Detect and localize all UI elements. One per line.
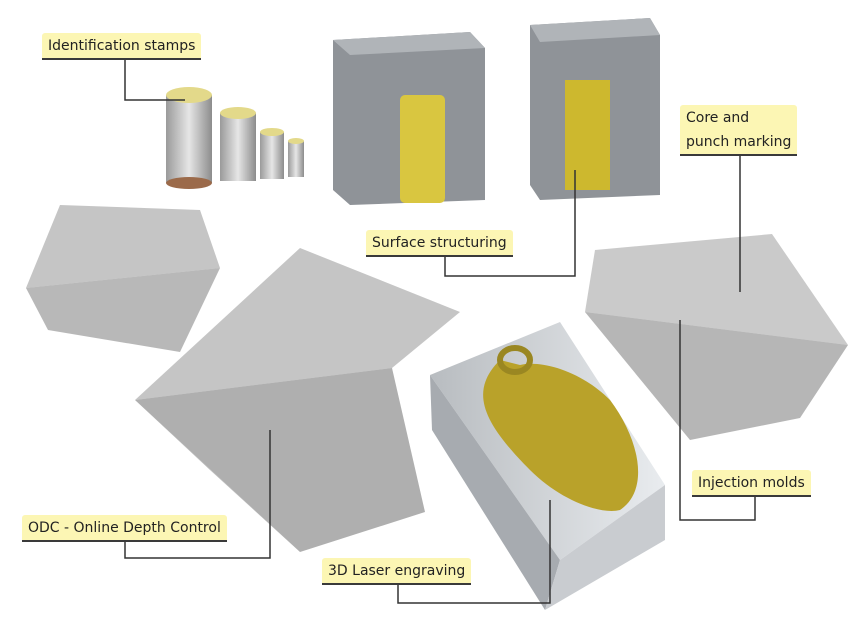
- label-core-punch-marking: Core and punch marking: [680, 105, 798, 156]
- engraved-metal-block: [430, 322, 665, 610]
- label-core-punch-line2: punch marking: [686, 134, 792, 150]
- label-odc: ODC - Online Depth Control: [22, 515, 227, 542]
- label-surface-structuring: Surface structuring: [366, 230, 513, 257]
- leader-lines: [124, 60, 756, 604]
- translucent-box-center: [135, 248, 460, 552]
- label-injection-molds: Injection molds: [692, 470, 811, 497]
- label-3d-laser-engraving: 3D Laser engraving: [322, 558, 472, 585]
- identification-stamps: [166, 87, 304, 189]
- translucent-box-left: [26, 205, 220, 352]
- translucent-box-right: [585, 234, 848, 440]
- label-core-punch-line1: Core and: [686, 110, 750, 126]
- mold-halves: [333, 18, 660, 205]
- label-identification-stamps: Identification stamps: [42, 33, 202, 60]
